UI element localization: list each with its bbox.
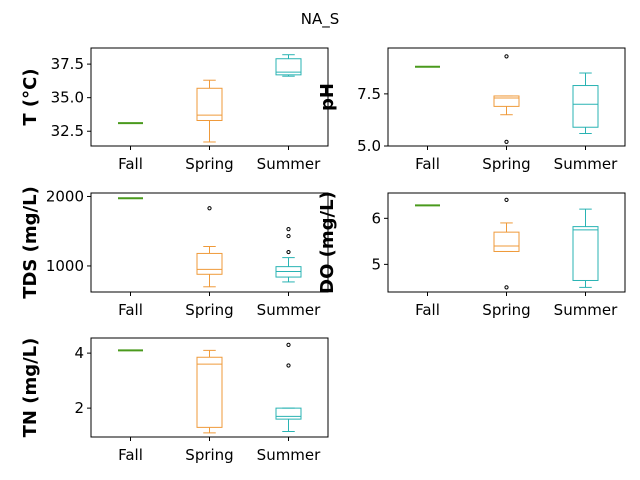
x-tick-label: Spring bbox=[185, 155, 233, 173]
box-summer bbox=[275, 54, 302, 77]
outlier-point bbox=[286, 342, 291, 347]
iqr-box bbox=[493, 231, 520, 252]
iqr-box bbox=[275, 407, 302, 420]
x-tick-label: Summer bbox=[554, 155, 618, 173]
iqr-box bbox=[572, 85, 599, 128]
y-axis-label: TDS (mg/L) bbox=[20, 186, 41, 299]
iqr-box bbox=[196, 252, 223, 275]
y-tick-label: 35.0 bbox=[51, 89, 84, 107]
x-tick-label: Summer bbox=[554, 301, 618, 319]
iqr-box bbox=[196, 356, 223, 428]
axes-frame bbox=[387, 47, 626, 147]
box-spring bbox=[196, 206, 223, 288]
box-summer bbox=[572, 72, 599, 134]
box-spring bbox=[196, 349, 223, 434]
axes-frame bbox=[387, 192, 626, 293]
y-axis-label: pH bbox=[317, 83, 338, 111]
y-tick-label: 7.5 bbox=[357, 85, 381, 103]
x-tick-label: Fall bbox=[118, 301, 143, 319]
y-tick-label: 5 bbox=[371, 255, 381, 273]
x-tick-label: Fall bbox=[415, 155, 440, 173]
box-spring bbox=[493, 54, 520, 144]
box-summer bbox=[572, 208, 599, 288]
x-tick-label: Fall bbox=[118, 155, 143, 173]
iqr-box bbox=[572, 226, 599, 281]
y-tick-label: 5.0 bbox=[357, 137, 381, 155]
y-tick-label: 2000 bbox=[46, 187, 84, 205]
y-axis-label: T (°C) bbox=[20, 68, 41, 125]
x-tick-label: Spring bbox=[482, 301, 530, 319]
y-tick-label: 6 bbox=[371, 209, 381, 227]
outlier-point bbox=[286, 227, 291, 232]
box-spring bbox=[196, 79, 223, 143]
y-tick-label: 4 bbox=[74, 344, 84, 362]
y-tick-label: 32.5 bbox=[51, 122, 84, 140]
outlier-point bbox=[286, 363, 291, 368]
x-tick-label: Summer bbox=[257, 446, 321, 464]
y-axis-label: TN (mg/L) bbox=[20, 338, 41, 438]
box-summer bbox=[275, 227, 302, 283]
iqr-box bbox=[275, 58, 302, 76]
axes-frame bbox=[90, 337, 329, 438]
axes-frame bbox=[90, 192, 329, 293]
x-tick-label: Fall bbox=[118, 446, 143, 464]
y-axis-label: DO (mg/L) bbox=[317, 191, 338, 294]
box-spring bbox=[493, 197, 520, 290]
x-tick-label: Spring bbox=[185, 446, 233, 464]
outlier-point bbox=[504, 285, 509, 290]
iqr-box bbox=[196, 87, 223, 121]
y-tick-label: 37.5 bbox=[51, 55, 84, 73]
outlier-point bbox=[286, 249, 291, 255]
x-tick-label: Summer bbox=[257, 301, 321, 319]
x-tick-label: Spring bbox=[482, 155, 530, 173]
x-tick-label: Summer bbox=[257, 155, 321, 173]
outlier-point bbox=[504, 139, 509, 144]
y-tick-label: 2 bbox=[74, 399, 84, 417]
y-tick-label: 1000 bbox=[46, 257, 84, 275]
x-tick-label: Spring bbox=[185, 301, 233, 319]
outlier-point bbox=[286, 233, 291, 239]
box-summer bbox=[275, 342, 302, 432]
figure-suptitle: NA_S bbox=[301, 10, 340, 29]
x-tick-label: Fall bbox=[415, 301, 440, 319]
outlier-point bbox=[504, 54, 509, 59]
outlier-point bbox=[504, 197, 509, 203]
iqr-box bbox=[493, 95, 520, 107]
axes-frame bbox=[90, 47, 329, 147]
outlier-point bbox=[207, 206, 212, 211]
